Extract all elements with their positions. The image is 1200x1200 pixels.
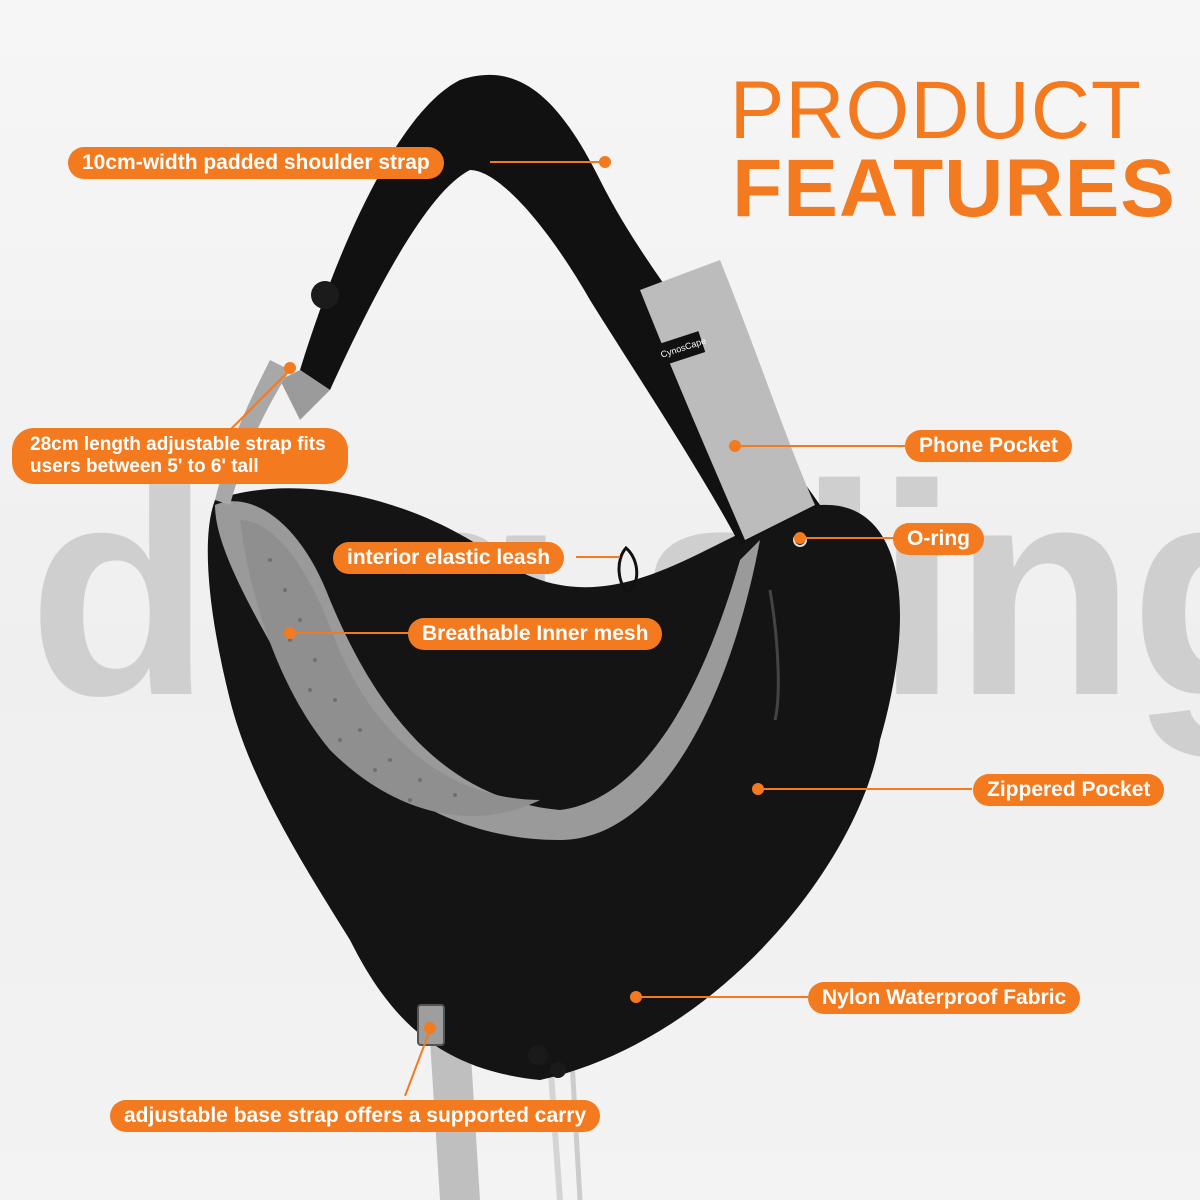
callout-mesh: Breathable Inner mesh — [408, 618, 663, 650]
strap-buckle — [280, 370, 330, 420]
callout-fabric: Nylon Waterproof Fabric — [808, 982, 1081, 1014]
base-buckle — [417, 1004, 445, 1046]
callout-phone-pocket: Phone Pocket — [905, 430, 1072, 462]
callout-adjustable-strap-line-1: 28cm length adjustable strap fits — [30, 434, 326, 455]
strap-knob — [311, 281, 339, 309]
callout-shoulder-strap: 10cm-width padded shoulder strap — [68, 147, 444, 179]
callout-adjustable-strap: 28cm length adjustable strap fits users … — [12, 428, 348, 484]
inner-mesh — [240, 520, 540, 816]
leash-clip-icon — [617, 545, 639, 594]
cord-stopper — [528, 1045, 548, 1065]
cord-stopper — [550, 1062, 566, 1078]
phone-pocket — [640, 260, 815, 540]
callout-zippered-pocket: Zippered Pocket — [973, 774, 1165, 806]
shoulder-strap — [300, 74, 820, 545]
zipper — [768, 589, 780, 721]
brand-tag — [652, 331, 706, 367]
callout-base-strap: adjustable base strap offers a supported… — [110, 1100, 601, 1132]
callout-leash: interior elastic leash — [333, 542, 565, 574]
heading-line-1: PRODUCT — [729, 65, 1142, 156]
callout-adjustable-strap-line-2: users between 5' to 6' tall — [30, 456, 259, 477]
mesh-pattern — [268, 558, 457, 802]
heading-line-2: FEATURES — [732, 143, 1176, 234]
callout-o-ring: O-ring — [893, 523, 984, 555]
